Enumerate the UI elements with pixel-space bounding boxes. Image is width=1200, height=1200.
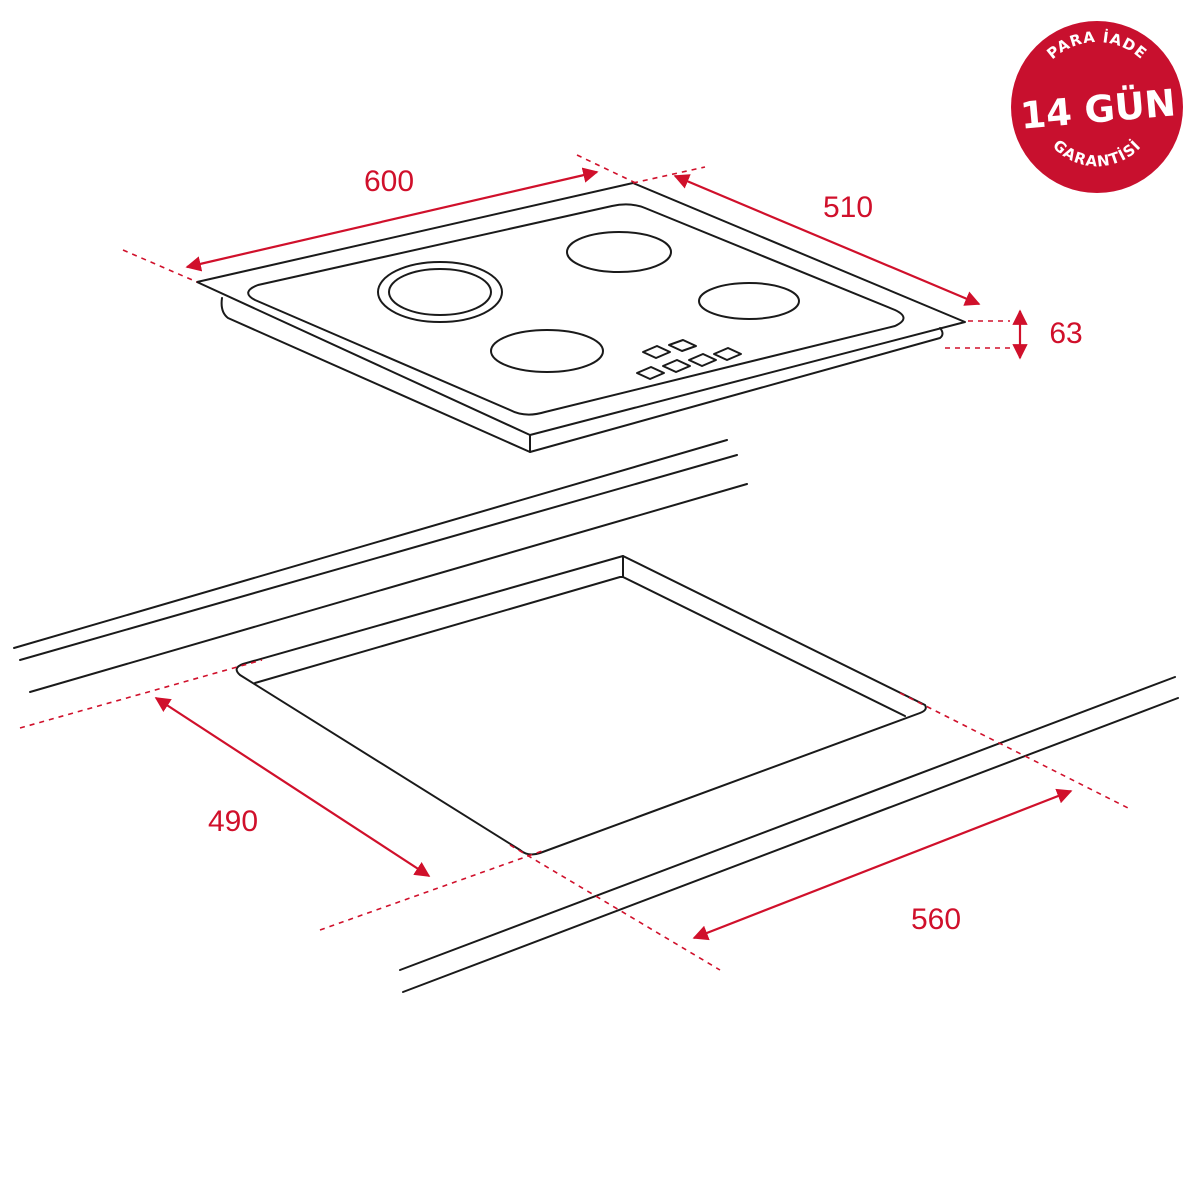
burner-double-inner xyxy=(388,268,492,316)
touch-controls xyxy=(636,339,742,380)
hob-front-edge xyxy=(529,327,944,453)
cutout-inner xyxy=(254,555,906,717)
burner-rear-right xyxy=(566,231,672,273)
label-cutout-width: 560 xyxy=(911,903,961,936)
hob-left-edge xyxy=(220,297,531,453)
guarantee-badge: PARA İADE 14 GÜN GARANTİSİ xyxy=(1011,21,1183,193)
extension-lines xyxy=(19,154,1129,971)
burner-right xyxy=(698,282,800,320)
label-height: 63 xyxy=(1049,317,1082,350)
hob-drawing xyxy=(196,182,966,453)
dimension-arrow-510 xyxy=(673,174,981,306)
burner-double-outer xyxy=(377,261,503,323)
dimension-arrow-560 xyxy=(692,788,1073,941)
hob-glass-panel xyxy=(247,203,905,416)
label-width: 600 xyxy=(364,165,414,198)
burner-front xyxy=(490,329,604,373)
dimension-arrow-490 xyxy=(154,697,431,877)
dimension-arrow-600 xyxy=(185,167,599,272)
countertop-drawing xyxy=(13,439,1179,993)
badge-circle xyxy=(1011,21,1183,193)
label-depth: 510 xyxy=(823,191,873,224)
label-cutout-depth: 490 xyxy=(208,805,258,838)
